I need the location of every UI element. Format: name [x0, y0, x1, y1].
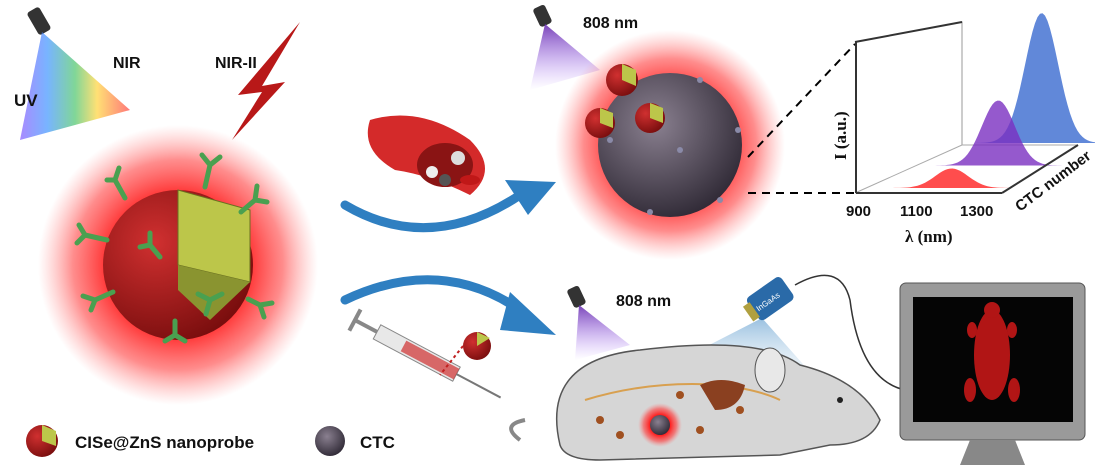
light-spectrum-beam: [20, 32, 130, 140]
mouse-illustration: [509, 344, 881, 461]
chart-z-axis: [1001, 144, 1079, 194]
camera-cable: [794, 274, 906, 391]
ingaas-camera-icon: InGaAs: [742, 277, 794, 322]
syringe-illustration: [347, 308, 502, 399]
spectrum-peak-2: [915, 100, 1065, 166]
chart-depth-floor: [854, 144, 963, 194]
arrow-to-ctc-capture: [340, 190, 525, 233]
arrow-head-bottom: [500, 292, 556, 335]
y-axis-label: I (a.u.): [831, 111, 850, 160]
laser-bottom-icon: [567, 285, 630, 360]
x-tick-1300: 1300: [960, 203, 993, 220]
label-nir-ii: NIR-II: [215, 55, 257, 72]
arrow-to-in-vivo: [340, 275, 525, 315]
chart-back-frame: [854, 21, 963, 145]
spectrum-peak-3: [955, 13, 1095, 143]
label-nir: NIR: [113, 55, 141, 72]
label-808nm-top: 808 nm: [583, 15, 638, 32]
chart-back-top: [854, 21, 963, 43]
blood-vessel-illustration: [367, 115, 485, 195]
label-808nm-bottom: 808 nm: [616, 293, 671, 310]
x-axis-label: λ (nm): [905, 227, 953, 246]
x-tick-1100: 1100: [900, 203, 933, 220]
nir-ii-mouse-image: [964, 302, 1020, 402]
flashlight-icon: [27, 7, 51, 35]
spectrum-chart: 900 1100 1300 λ (nm) I (a.u.) CTC number: [831, 13, 1095, 246]
legend-ctc-icon: [315, 426, 345, 456]
label-uv: UV: [14, 91, 38, 110]
nanoprobe-illustration: [38, 125, 318, 405]
ctc-captured-illustration: [555, 30, 785, 260]
zoom-line-top: [747, 43, 856, 158]
nir-ii-lightning-icon: [232, 22, 300, 140]
spectrum-peak-1: [875, 168, 1025, 188]
legend-ctc-label: CTC: [360, 433, 395, 452]
x-tick-900: 900: [846, 203, 871, 220]
arrow-head-top: [505, 180, 556, 215]
legend-probe-icon: [26, 425, 58, 457]
legend-probe-label: CISe@ZnS nanoprobe: [75, 433, 254, 452]
monitor-illustration: [899, 282, 1086, 465]
